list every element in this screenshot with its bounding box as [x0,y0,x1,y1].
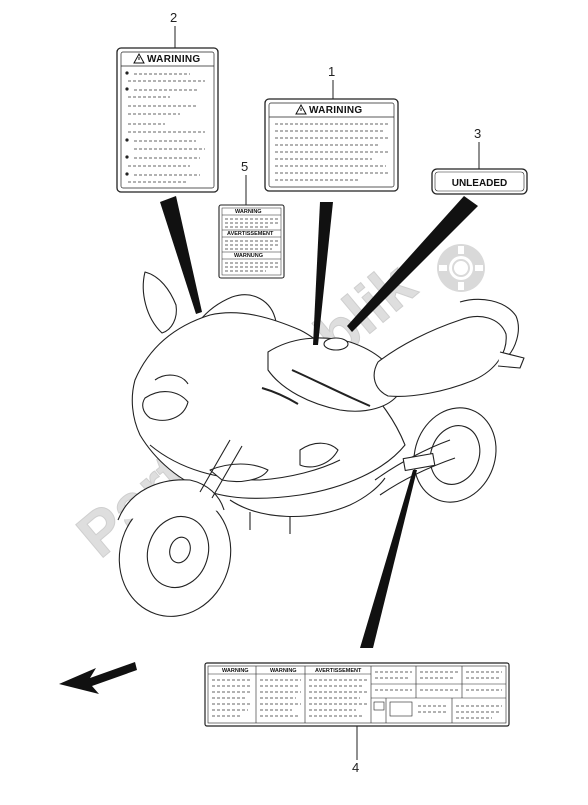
callout-number: 4 [352,760,359,775]
label-4-section-2: WARNING [270,668,297,674]
label-3-text: UNLEADED [452,178,508,189]
callout-1: 1 [328,64,335,99]
warning-triangle-icon [133,52,145,64]
pointer-label3 [347,196,478,332]
label-5-section-2: AVERTISSEMENT [227,231,274,237]
callout-3: 3 [474,126,481,169]
callout-4: 4 [352,726,359,775]
label-2-title: WARINING [147,54,201,65]
label-4-section-1: WARNING [222,668,249,674]
label-1-title: WARINING [309,105,363,116]
label-1-warning: WARINING [264,98,399,192]
callout-number: 3 [474,126,481,141]
gear-icon [437,244,485,292]
front-arrow-icon [59,662,137,694]
callout-number: 2 [170,10,177,25]
label-4-multisection: WARNING WARNING AVERTISSEMENT [204,662,510,727]
warning-triangle-icon [295,103,307,115]
callout-number: 1 [328,64,335,79]
callout-5: 5 [241,159,248,205]
pointer-label1 [313,202,333,345]
motorcycle-drawing [117,271,525,617]
pointer-label4 [360,470,417,648]
callout-number: 5 [241,159,248,174]
label-5-trilingual: WARNING AVERTISSEMENT WARNUNG [218,204,285,279]
pointer-label2 [160,196,202,314]
label-2-warning: WARINING [116,47,219,193]
callout-2: 2 [170,10,177,48]
label-4-section-3: AVERTISSEMENT [315,668,362,674]
label-5-section-1: WARNING [235,209,262,215]
label-5-section-3: WARNUNG [234,253,263,259]
leader-lines [160,196,478,648]
label-3-unleaded: UNLEADED [431,168,528,195]
